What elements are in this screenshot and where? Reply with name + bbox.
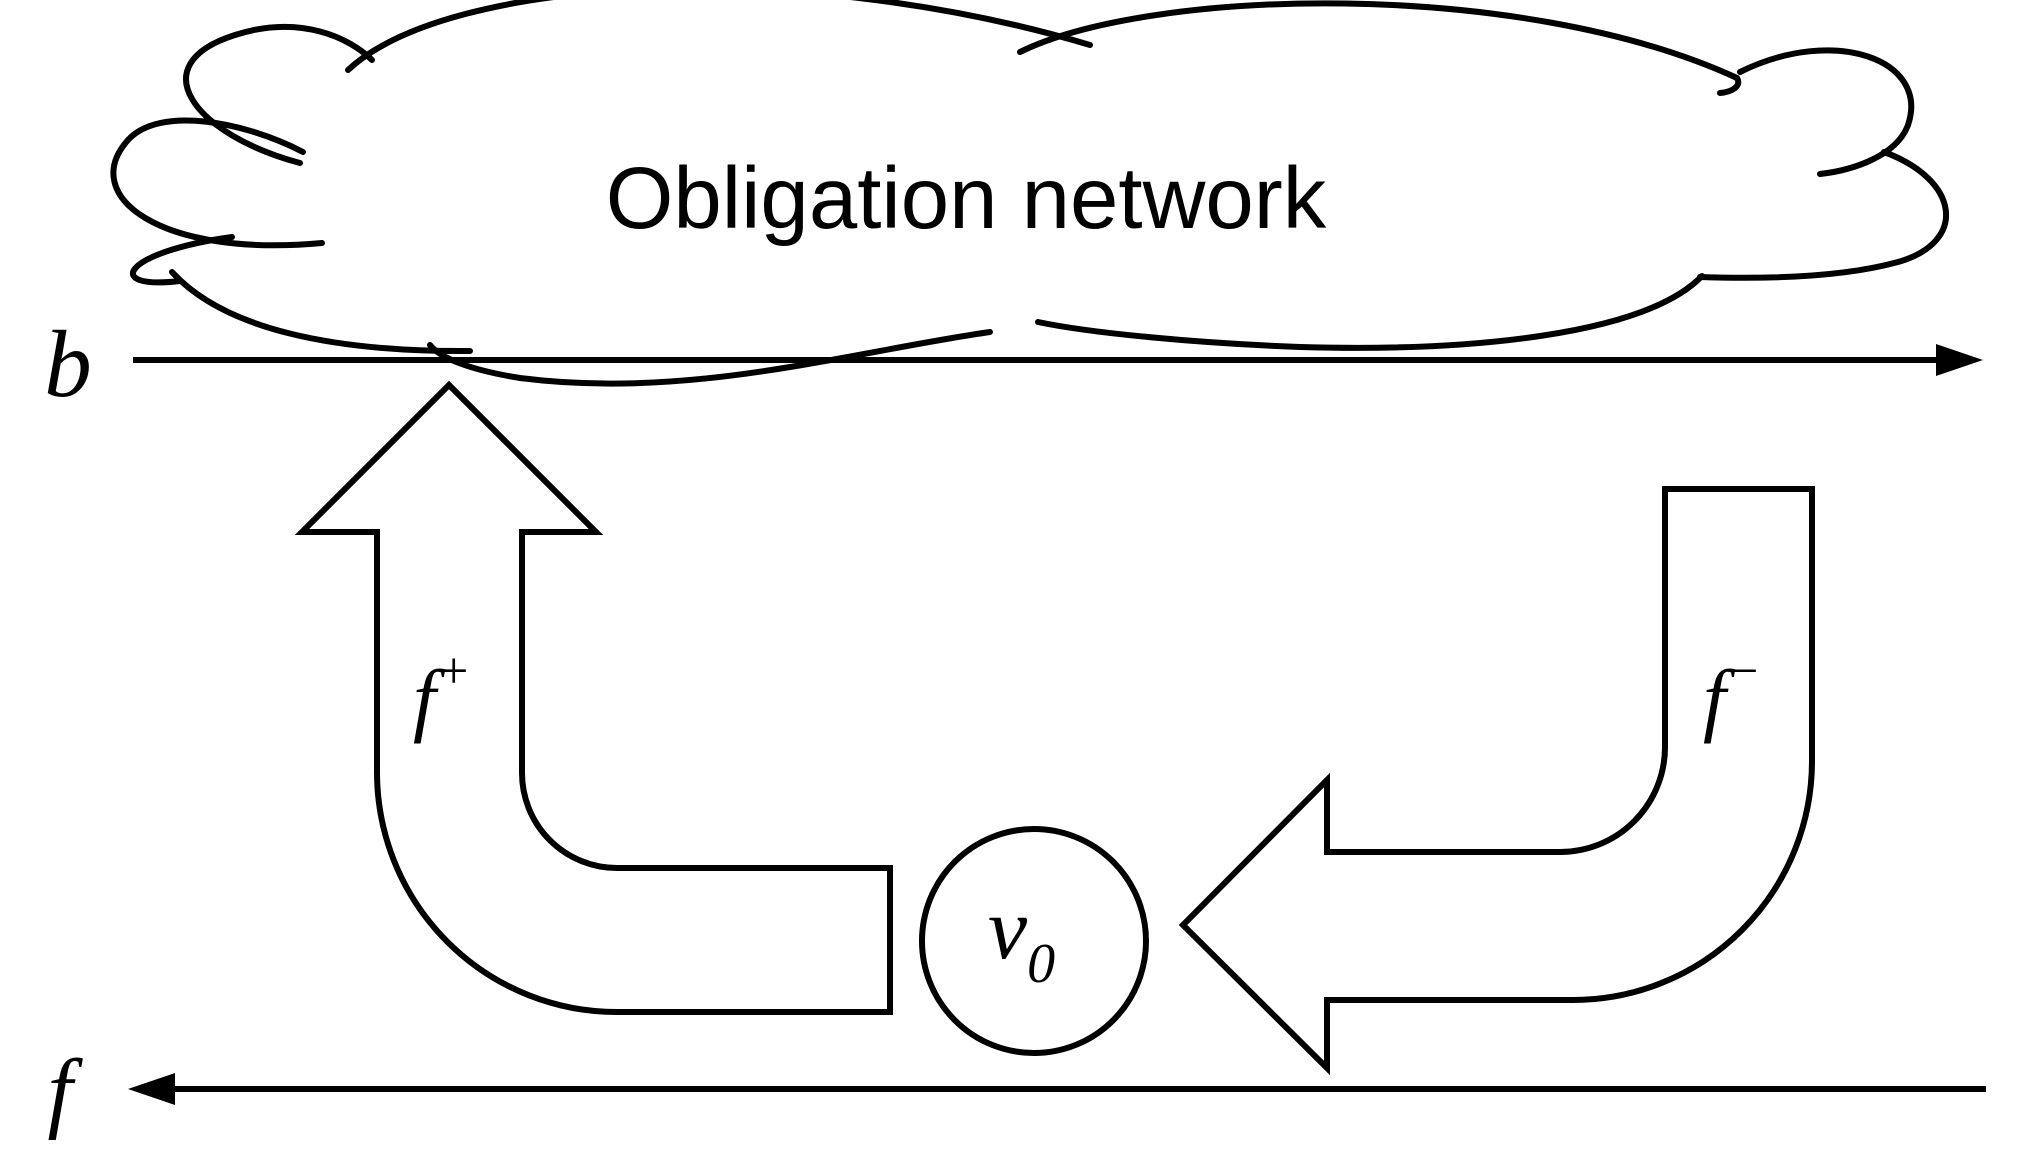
cloud-arc-bottom-right	[1035, 273, 1705, 351]
bottom-axis-label: f	[47, 1042, 83, 1141]
cloud-arc-left-top	[183, 24, 375, 166]
cloud-arc-bottom-left	[169, 269, 473, 355]
flow-axis	[128, 1073, 1986, 1105]
node-circle	[919, 826, 1149, 1056]
node-label-base: v	[988, 881, 1028, 978]
cloud-icon	[110, 0, 1950, 387]
inflow-label-sup: +	[436, 643, 471, 700]
inflow-block-arrow	[294, 380, 893, 1015]
cloud-arc-right-bump	[1737, 47, 1915, 177]
outflow-block-arrow	[1178, 486, 1815, 1076]
cloud-arc-left-mid	[110, 117, 325, 249]
right-arrowhead-icon	[1936, 344, 1983, 376]
cloud-arc-left-low	[130, 234, 235, 286]
cloud-arc-bottom-mid	[427, 329, 993, 387]
top-axis-label: b	[44, 311, 92, 417]
node-label-sub: 0	[1027, 933, 1055, 995]
outflow-label-sup: −	[1726, 643, 1761, 700]
cloud-arc-top-big	[345, 0, 1093, 73]
cloud-arc-top-right	[1017, 0, 1742, 96]
cloud-title: Obligation network	[606, 150, 1327, 247]
inflow-label: f+	[413, 643, 471, 744]
left-arrowhead-icon	[128, 1073, 175, 1105]
node-label: v0	[988, 881, 1055, 995]
cloud-arc-right-big	[1697, 149, 1950, 281]
balance-axis	[133, 344, 1983, 376]
